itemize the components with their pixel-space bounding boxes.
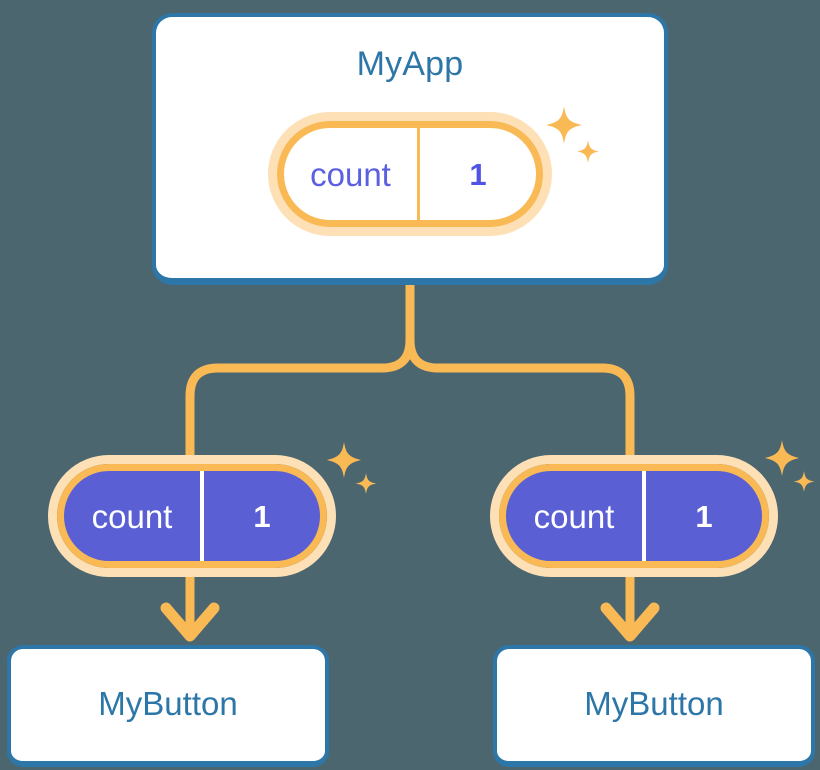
state-pill-body: count 1 [506, 471, 762, 561]
state-pill-value: 1 [469, 156, 487, 192]
state-pill-child-left[interactable]: count 1 [48, 455, 336, 577]
component-card-mybutton-right[interactable]: MyButton [493, 645, 815, 767]
state-pill-ring: count 1 [268, 112, 552, 236]
state-pill-value: 1 [695, 498, 713, 534]
arrow-head-right-icon [600, 602, 660, 642]
sparkle-small-icon [793, 471, 815, 492]
connector-root-to-right [405, 280, 635, 475]
page-title: MyApp [356, 45, 464, 83]
arrow-head-left-icon [160, 602, 220, 642]
state-pill-ring: count 1 [490, 455, 778, 577]
state-pill-root[interactable]: count 1 [268, 112, 552, 236]
state-pill-value: 1 [253, 498, 271, 534]
state-pill-body: count 1 [64, 471, 320, 561]
connector-root-to-left [185, 280, 415, 475]
state-pill-key: count [506, 471, 646, 561]
state-pill-inner: count 1 [57, 464, 327, 568]
state-pill-child-right[interactable]: count 1 [490, 455, 778, 577]
component-card-label: MyButton [584, 685, 724, 722]
state-pill-inner: count 1 [499, 464, 769, 568]
state-pill-inner: count 1 [277, 121, 543, 227]
state-pill-key: count [64, 471, 204, 561]
state-pill-key: count [284, 128, 420, 220]
component-card-mybutton-left[interactable]: MyButton [7, 645, 329, 767]
state-pill-body: count 1 [284, 128, 536, 220]
component-card-label: MyButton [98, 685, 238, 722]
sparkle-small-icon [355, 473, 377, 494]
state-pill-ring: count 1 [48, 455, 336, 577]
